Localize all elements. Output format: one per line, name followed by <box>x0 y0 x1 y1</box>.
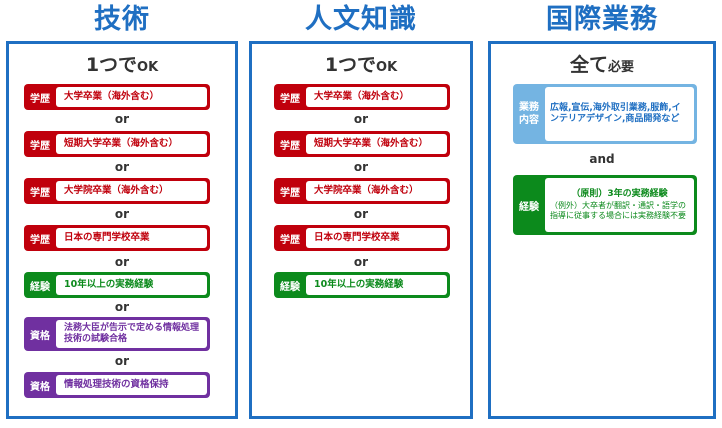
intl-subtitle-main: 全て <box>569 54 608 76</box>
row-value: 大学院卒業（海外含む） <box>56 181 207 201</box>
intl-row-experience: 経験 （原則）3年の実務経験 （例外）大卒者が翻訳・通訳・語学の指導に従事する場… <box>513 175 697 235</box>
row-tag: 学歴 <box>280 234 300 246</box>
tech-row-university: 学歴 大学卒業（海外含む） <box>24 84 210 110</box>
tech-panel: 1つでOK 学歴 大学卒業（海外含む） or 学歴 短期大学卒業（海外含む） o… <box>6 41 238 419</box>
or-connector: or <box>353 207 369 221</box>
tech-row-graduate-school: 学歴 大学院卒業（海外含む） <box>24 178 210 204</box>
intl-subtitle-suffix: 必要 <box>608 60 635 75</box>
humanities-row-university: 学歴 大学卒業（海外含む） <box>274 84 450 110</box>
tech-row-junior-college: 学歴 短期大学卒業（海外含む） <box>24 131 210 157</box>
row-tag: 経験 <box>519 201 539 213</box>
or-connector: or <box>114 207 130 221</box>
tech-subtitle: 1つでOK <box>9 50 235 77</box>
row-value: （原則）3年の実務経験 （例外）大卒者が翻訳・通訳・語学の指導に従事する場合には… <box>545 178 694 232</box>
row-value: 短期大学卒業（海外含む） <box>56 134 207 154</box>
tech-row-ministry-exam: 資格 法務大臣が告示で定める情報処理技術の試験合格 <box>24 317 210 351</box>
or-connector: or <box>114 112 130 126</box>
humanities-subtitle: 1つでOK <box>252 50 470 77</box>
row-value: 法務大臣が告示で定める情報処理技術の試験合格 <box>56 320 207 348</box>
humanities-row-graduate-school: 学歴 大学院卒業（海外含む） <box>274 178 450 204</box>
humanities-row-experience: 経験 10年以上の実務経験 <box>274 272 450 298</box>
row-value: 大学院卒業（海外含む） <box>306 181 447 201</box>
row-value: 日本の専門学校卒業 <box>56 228 207 248</box>
experience-exception: （例外）大卒者が翻訳・通訳・語学の指導に従事する場合には実務経験不要 <box>550 200 686 220</box>
and-connector: and <box>589 152 615 166</box>
row-tag: 経験 <box>30 281 50 293</box>
intl-subtitle: 全て必要 <box>491 50 713 77</box>
row-tag: 業務内容 <box>519 102 539 126</box>
or-connector: or <box>353 160 369 174</box>
row-tag: 学歴 <box>280 140 300 152</box>
humanities-row-vocational-school: 学歴 日本の専門学校卒業 <box>274 225 450 251</box>
or-connector: or <box>114 160 130 174</box>
row-tag: 学歴 <box>30 93 50 105</box>
row-value: 日本の専門学校卒業 <box>306 228 447 248</box>
row-value: 大学卒業（海外含む） <box>306 87 447 107</box>
row-tag: 学歴 <box>30 140 50 152</box>
row-value: 10年以上の実務経験 <box>306 275 447 295</box>
tech-column-title: 技術 <box>94 4 150 35</box>
tech-subtitle-suffix: OK <box>137 60 159 75</box>
row-tag: 学歴 <box>30 234 50 246</box>
row-tag: 学歴 <box>280 93 300 105</box>
row-value: 10年以上の実務経験 <box>56 275 207 295</box>
humanities-column-title: 人文知識 <box>305 4 417 35</box>
tech-subtitle-main: 1つで <box>85 54 138 76</box>
or-connector: or <box>114 255 130 269</box>
tech-row-experience: 経験 10年以上の実務経験 <box>24 272 210 298</box>
or-connector: or <box>114 354 130 368</box>
intl-panel: 全て必要 業務内容 広報,宣伝,海外取引業務,服飾,インテリアデザイン,商品開発… <box>488 41 716 419</box>
humanities-row-junior-college: 学歴 短期大学卒業（海外含む） <box>274 131 450 157</box>
row-tag: 学歴 <box>30 187 50 199</box>
row-tag: 資格 <box>30 330 50 342</box>
intl-column-title: 国際業務 <box>546 4 658 35</box>
row-tag: 経験 <box>280 281 300 293</box>
humanities-subtitle-suffix: OK <box>376 60 398 75</box>
humanities-panel: 1つでOK 学歴 大学卒業（海外含む） or 学歴 短期大学卒業（海外含む） o… <box>249 41 473 419</box>
row-value: 大学卒業（海外含む） <box>56 87 207 107</box>
intl-row-business-content: 業務内容 広報,宣伝,海外取引業務,服飾,インテリアデザイン,商品開発など <box>513 84 697 144</box>
humanities-subtitle-main: 1つで <box>324 54 377 76</box>
or-connector: or <box>353 255 369 269</box>
or-connector: or <box>114 300 130 314</box>
row-value: 広報,宣伝,海外取引業務,服飾,インテリアデザイン,商品開発など <box>545 87 694 141</box>
tech-row-vocational-school: 学歴 日本の専門学校卒業 <box>24 225 210 251</box>
row-value: 情報処理技術の資格保持 <box>56 375 207 395</box>
tech-row-it-certification: 資格 情報処理技術の資格保持 <box>24 372 210 398</box>
row-value: 短期大学卒業（海外含む） <box>306 134 447 154</box>
or-connector: or <box>353 112 369 126</box>
row-tag: 学歴 <box>280 187 300 199</box>
experience-principle: （原則）3年の実務経験 <box>571 189 668 200</box>
row-tag: 資格 <box>30 381 50 393</box>
